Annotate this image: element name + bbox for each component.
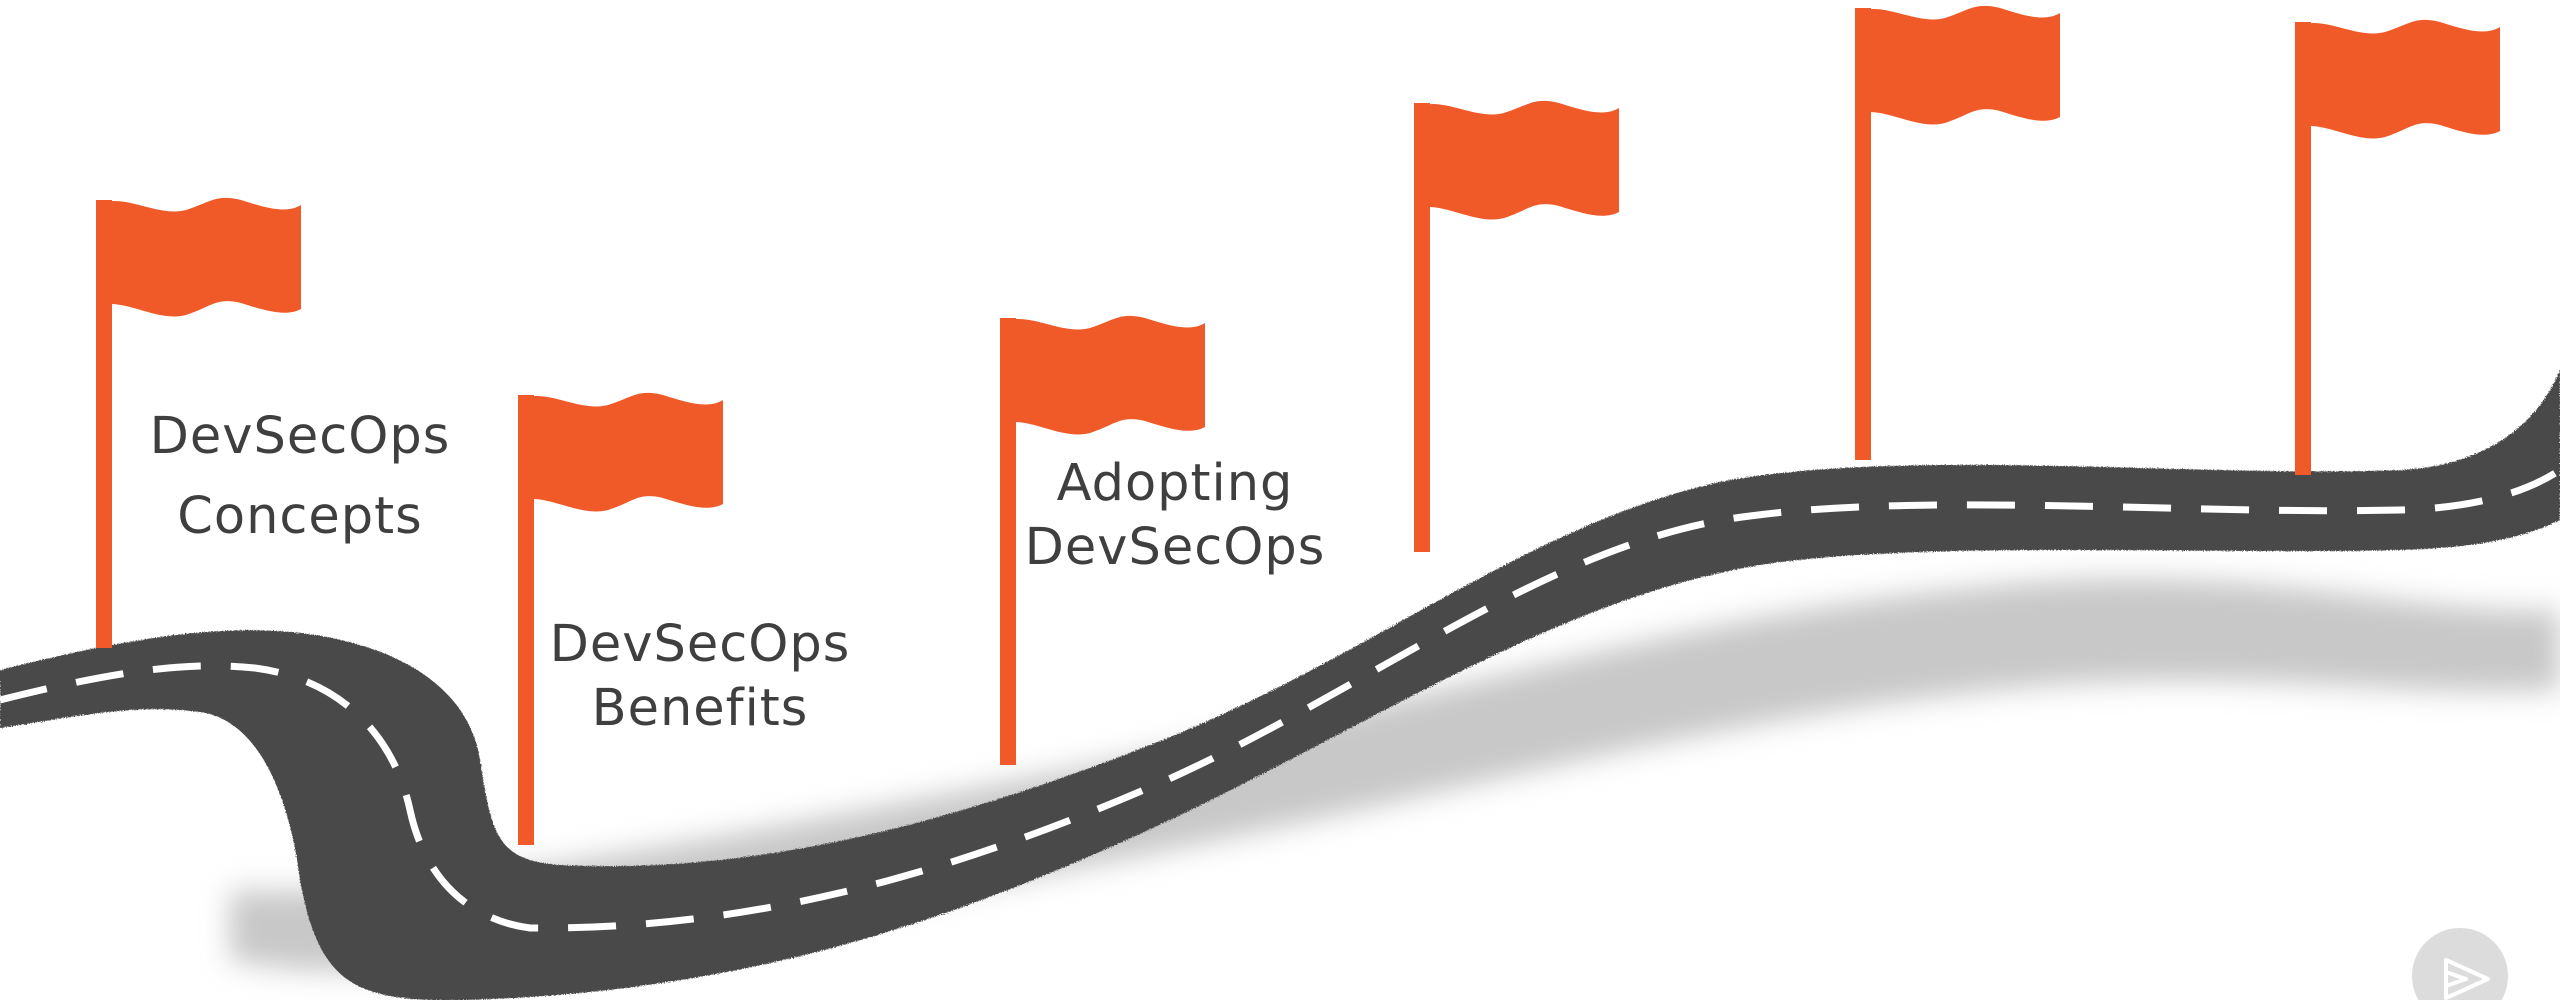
milestone-label-adopting: Adopting DevSecOps	[990, 452, 1360, 580]
play-button[interactable]	[2412, 928, 2508, 1000]
flag-pole	[96, 200, 112, 648]
flag-pole	[1414, 103, 1430, 552]
flag-banner	[518, 392, 723, 512]
milestone-label-line: Adopting	[1056, 454, 1294, 513]
road-center-line	[0, 467, 2560, 932]
flag-banner	[1000, 315, 1205, 435]
flag-pole	[1000, 318, 1016, 765]
milestone-flag	[1000, 315, 1205, 765]
milestone-label-line: Benefits	[591, 679, 809, 738]
flag-banner	[1414, 100, 1619, 220]
milestone-label-concepts: DevSecOps Concepts	[110, 397, 490, 557]
play-icon	[2444, 958, 2490, 1000]
flag-banner	[96, 197, 301, 317]
milestone-label-benefits: DevSecOps Benefits	[515, 613, 885, 741]
milestone-flag	[1414, 100, 1619, 552]
flag-pole	[518, 395, 534, 845]
milestone-label-line: DevSecOps	[149, 407, 451, 466]
milestone-flag	[518, 392, 723, 845]
flag-banner	[2295, 19, 2500, 139]
milestone-flags	[96, 5, 2500, 845]
milestone-label-line: DevSecOps	[1024, 518, 1326, 577]
flag-pole	[2295, 22, 2311, 475]
milestone-flag	[96, 197, 301, 648]
milestone-flag	[2295, 19, 2500, 475]
flag-pole	[1855, 8, 1871, 460]
milestone-flag	[1855, 5, 2060, 460]
milestone-label-line: Concepts	[177, 487, 423, 546]
milestone-label-line: DevSecOps	[549, 615, 851, 674]
road	[0, 370, 2560, 1000]
flag-banner	[1855, 5, 2060, 125]
